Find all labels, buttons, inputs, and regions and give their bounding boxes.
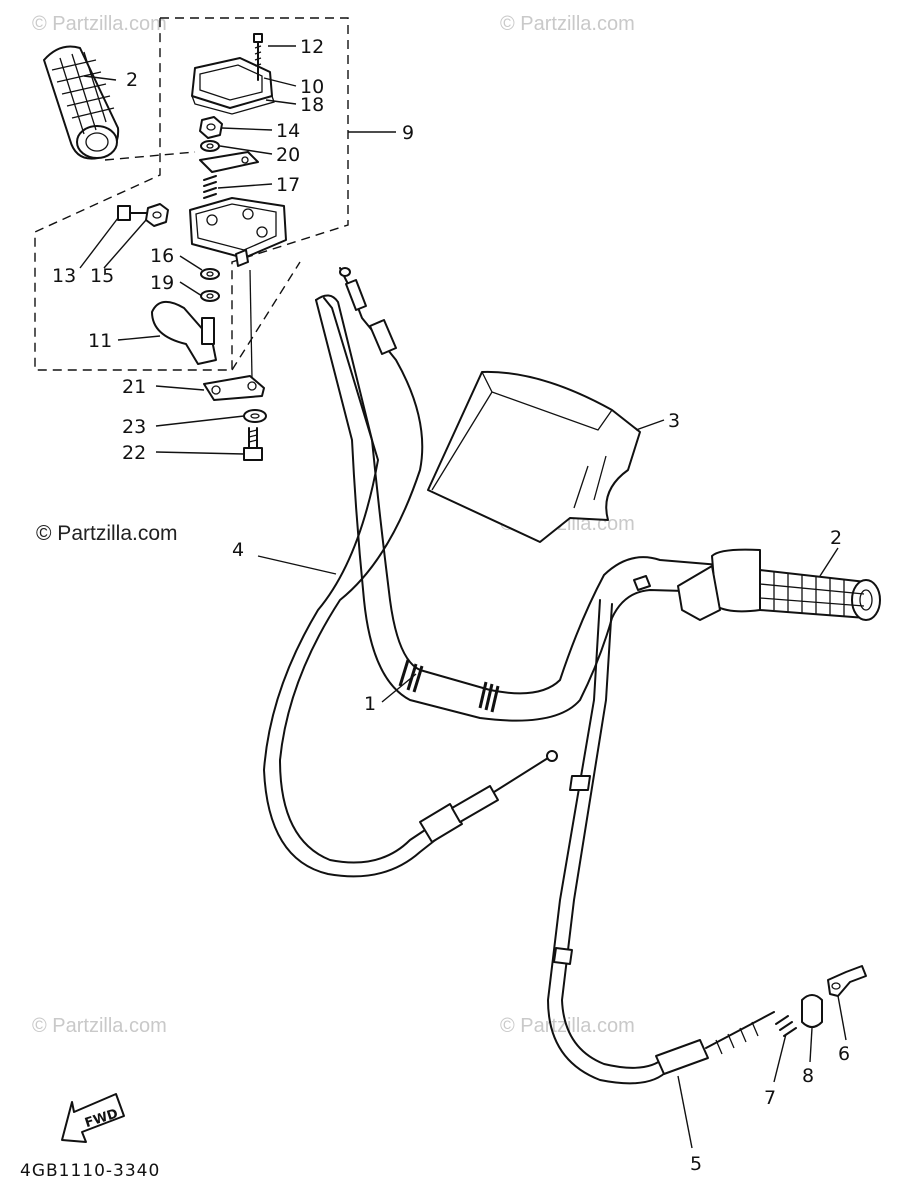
diagram-code: 4GB1110-3340	[20, 1161, 160, 1181]
washer-20[interactable]	[200, 140, 220, 152]
callout-10: 10	[300, 76, 324, 98]
callout-7: 7	[764, 1087, 776, 1109]
leader-lines	[79, 45, 847, 1149]
callout-2-left: 2	[126, 69, 138, 91]
left-grip[interactable]	[43, 45, 120, 160]
adjuster-6[interactable]	[827, 965, 867, 997]
callout-20: 20	[276, 144, 300, 166]
handlebar-cover[interactable]	[427, 370, 641, 543]
spring-7[interactable]	[775, 1015, 797, 1037]
callout-9: 9	[402, 122, 414, 144]
bracket-21[interactable]	[203, 375, 265, 401]
callout-21: 21	[122, 376, 146, 398]
nut-15[interactable]	[145, 203, 169, 227]
throttle-cable[interactable]	[263, 267, 558, 878]
right-grip[interactable]	[677, 548, 881, 621]
screw-13[interactable]	[117, 205, 151, 221]
nut-14[interactable]	[199, 116, 223, 139]
callout-14: 14	[276, 120, 300, 142]
cable-end-8[interactable]	[801, 994, 823, 1028]
callout-19: 19	[150, 272, 174, 294]
assembly-axis	[249, 269, 253, 379]
callout-15: 15	[90, 265, 114, 287]
callout-12: 12	[300, 36, 324, 58]
watermark-top-left: © Partzilla.com	[32, 13, 167, 35]
callout-2-right: 2	[830, 527, 842, 549]
assembly-link-cable	[231, 261, 301, 371]
throttle-lever[interactable]	[151, 301, 217, 365]
callout-1: 1	[364, 693, 376, 715]
assembly-boundary	[34, 17, 349, 371]
assembly-link-left-grip	[104, 151, 196, 161]
callout-3: 3	[668, 410, 680, 432]
watermark-mid-left: © Partzilla.com	[36, 522, 178, 545]
fwd-arrow: FWD	[61, 1093, 125, 1143]
callout-22: 22	[122, 442, 146, 464]
washer-19[interactable]	[200, 290, 220, 302]
callout-18: 18	[300, 94, 324, 116]
washer-23[interactable]	[243, 409, 267, 423]
callout-8: 8	[802, 1065, 814, 1087]
washer-16[interactable]	[200, 268, 220, 280]
watermark-bottom-left: © Partzilla.com	[32, 1015, 167, 1037]
callout-17: 17	[276, 174, 300, 196]
brake-cable[interactable]	[547, 575, 775, 1085]
callout-5: 5	[690, 1153, 702, 1175]
throttle-housing-cover[interactable]	[191, 57, 275, 115]
callout-13: 13	[52, 265, 76, 287]
bolt-22[interactable]	[243, 427, 263, 461]
plate-20[interactable]	[199, 151, 259, 173]
callout-16: 16	[150, 245, 174, 267]
callout-23: 23	[122, 416, 146, 438]
throttle-housing-body[interactable]	[189, 197, 287, 267]
callout-4: 4	[232, 539, 244, 561]
cover-screw[interactable]	[253, 33, 263, 81]
spring-17[interactable]	[203, 175, 217, 199]
callout-11: 11	[88, 330, 112, 352]
callout-6: 6	[838, 1043, 850, 1065]
watermark-top-center: © Partzilla.com	[500, 13, 635, 35]
